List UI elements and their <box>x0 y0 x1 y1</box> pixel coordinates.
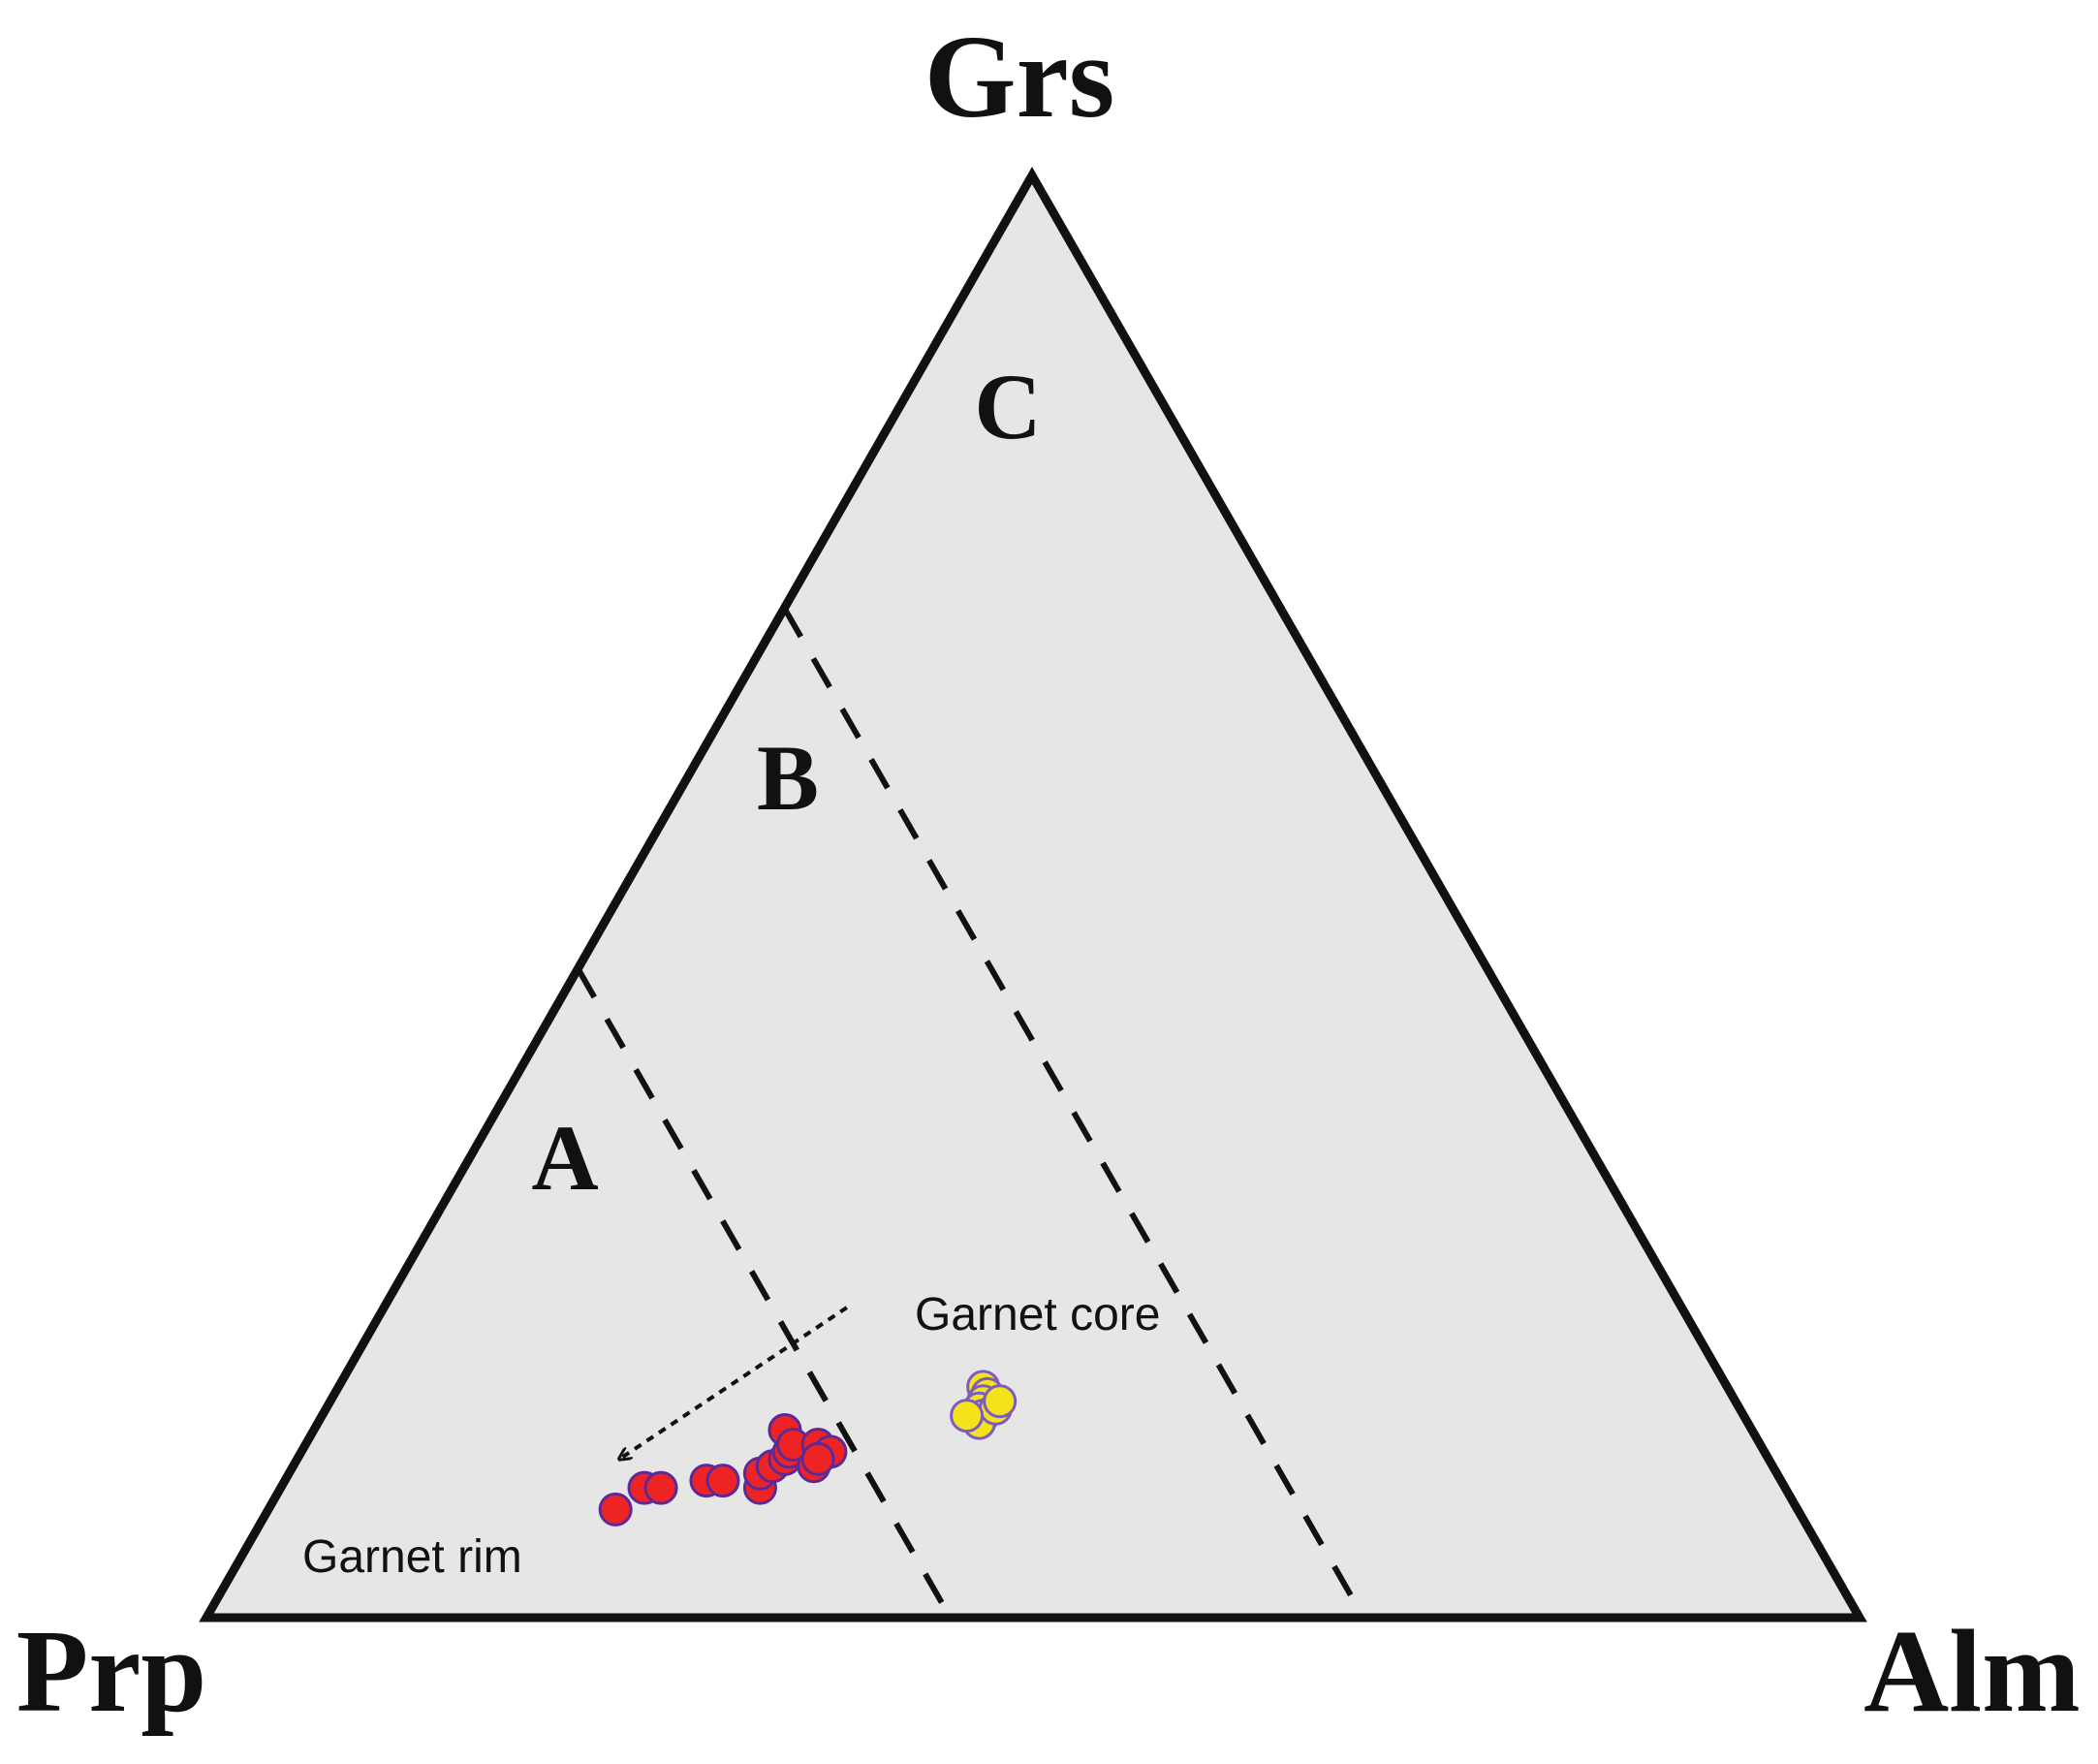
region-boundaries <box>575 606 1366 1620</box>
data-point-garnet-core <box>983 1384 1018 1419</box>
series-garnet-core <box>950 1370 1018 1440</box>
vertex-label-left: Prp <box>16 1606 207 1737</box>
annotation-garnet-core: Garnet core <box>915 1289 1160 1340</box>
series-garnet-rim <box>598 1413 848 1527</box>
region-label-c: C <box>974 355 1041 458</box>
data-point-garnet-rim <box>705 1464 740 1498</box>
data-point-garnet-core <box>950 1399 985 1433</box>
trend-arrow-layer <box>619 1306 848 1459</box>
boundary-line-2 <box>781 606 1366 1620</box>
trend-arrow <box>619 1306 848 1459</box>
vertex-label-right: Alm <box>1863 1606 2081 1737</box>
region-label-b: B <box>757 726 819 830</box>
data-point-garnet-rim <box>800 1441 835 1476</box>
region-label-a: A <box>531 1106 598 1210</box>
ternary-triangle <box>199 166 1867 1622</box>
annotation-garnet-rim: Garnet rim <box>302 1531 522 1583</box>
data-points-layer <box>598 1370 1018 1527</box>
boundary-line-1 <box>575 966 954 1620</box>
data-point-garnet-rim <box>643 1470 678 1505</box>
data-point-garnet-rim <box>598 1492 633 1527</box>
vertex-label-top: Grs <box>924 12 1115 142</box>
